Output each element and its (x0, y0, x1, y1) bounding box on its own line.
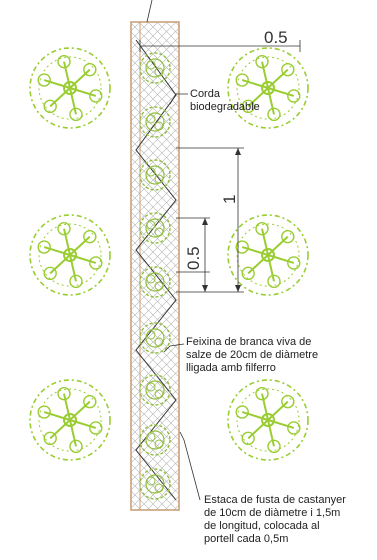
dimension-arrowhead (235, 148, 241, 155)
dimension-lines (139, 40, 301, 293)
willow-plant-icon (227, 379, 309, 461)
dimension-arrowhead (202, 218, 208, 225)
willow-plant-icon (227, 214, 309, 296)
dimension-arrowhead (235, 285, 241, 292)
willow-plants (29, 47, 309, 461)
shrub-clusters (139, 52, 171, 500)
shrub-cluster-icon (139, 322, 171, 354)
top-spacing-dimension: 0.5 (264, 28, 288, 47)
fascine-strip (130, 21, 180, 511)
shrub-cluster-icon (139, 468, 171, 500)
top-leader-line (146, 0, 153, 23)
stake-label-line-3: de longitud, colocada al (204, 520, 320, 532)
shrub-cluster-icon (139, 106, 171, 138)
willow-plant-icon (29, 214, 111, 296)
stake-label-line-1: Estaca de fusta de castanyer (204, 494, 346, 506)
fascine-label-line-1: Feixina de branca viva de (186, 336, 312, 348)
shrub-cluster-icon (139, 374, 171, 406)
stake-label-line-4: portell cada 0,5m (204, 533, 289, 545)
fascine-label-line-2: salze de 20cm de diàmetre (186, 349, 319, 361)
rope-label-line-2: biodegradable (190, 101, 260, 113)
vertical-length-dimension: 1 (220, 194, 239, 204)
fascine-label: Feixina de branca viva de salze de 20cm … (186, 336, 318, 375)
rope-leader-line (169, 93, 188, 105)
rope-label-line-1: Corda (190, 88, 220, 100)
vertical-spacing-dimension: 0.5 (184, 246, 203, 270)
rope-label: Corda biodegradable (190, 88, 260, 114)
willow-plant-icon (29, 379, 111, 461)
shrub-cluster-icon (139, 52, 171, 84)
shrub-cluster-icon (139, 212, 171, 244)
stake-leader-line (179, 431, 201, 501)
stake-label-line-2: de 10cm de diàmetre i 1,5m (204, 507, 341, 519)
dimension-arrowhead (202, 285, 208, 292)
willow-plant-icon (227, 47, 309, 129)
shrub-cluster-icon (139, 266, 171, 298)
shrub-cluster-icon (139, 424, 171, 456)
stake-label: Estaca de fusta de castanyer de 10cm de … (204, 494, 346, 546)
fascine-label-line-3: lligada amb filferro (186, 362, 276, 374)
fascine-leader-line (163, 343, 185, 353)
willow-plant-icon (29, 47, 111, 129)
label-leader-lines (163, 93, 201, 501)
shrub-cluster-icon (139, 159, 171, 191)
